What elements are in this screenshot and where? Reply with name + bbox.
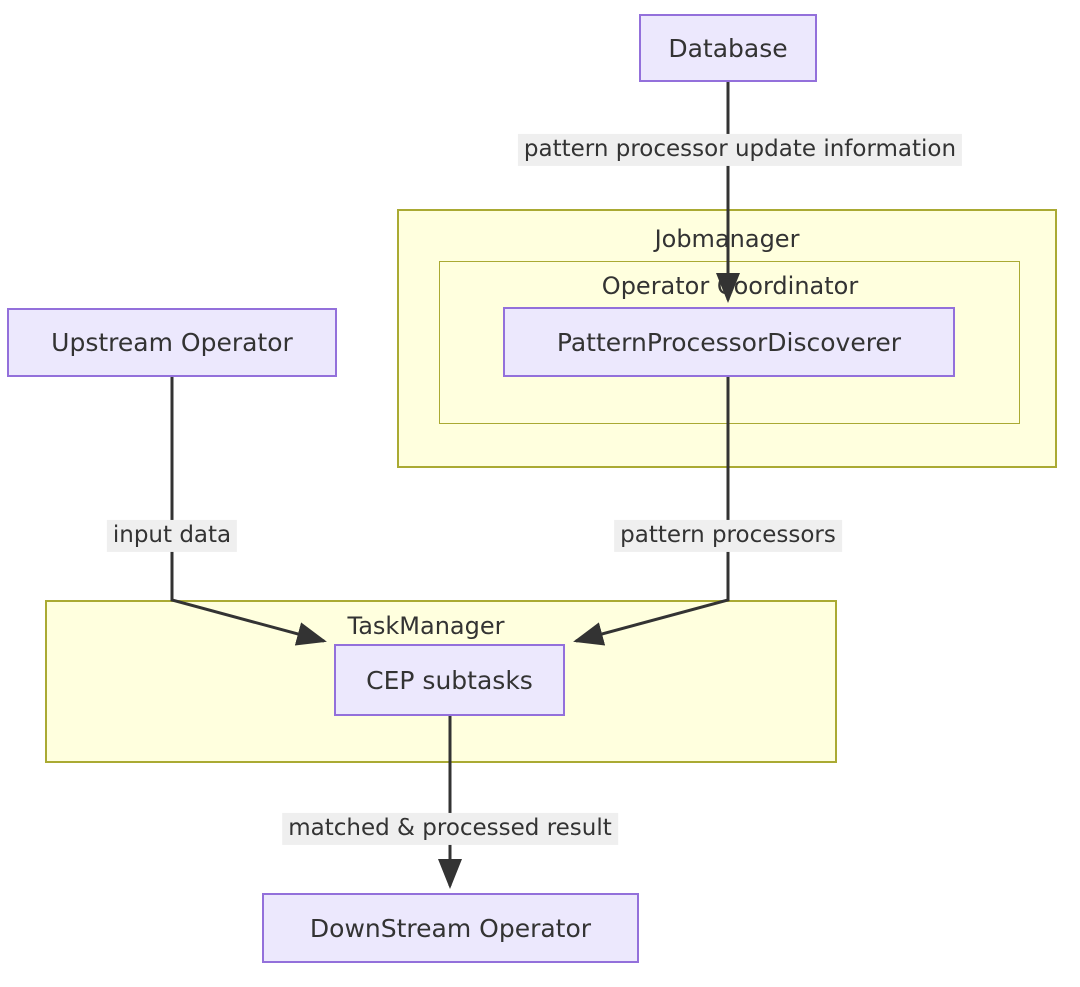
edge-upstream-to-cep bbox=[170, 377, 327, 646]
edge-label-matched-processed-result: matched & processed result bbox=[282, 812, 618, 846]
node-upstream-operator-label: Upstream Operator bbox=[51, 328, 293, 357]
edge-discoverer-to-cep bbox=[573, 377, 730, 646]
edge-label-input-data: input data bbox=[106, 519, 238, 553]
node-cep-subtasks[interactable]: CEP subtasks bbox=[334, 644, 565, 716]
node-downstream-operator[interactable]: DownStream Operator bbox=[262, 893, 639, 963]
cluster-label-jobmanager: Jobmanager bbox=[654, 225, 800, 253]
node-downstream-operator-label: DownStream Operator bbox=[309, 913, 592, 943]
node-pattern-processor-discoverer-label: PatternProcessorDiscoverer bbox=[556, 327, 902, 357]
cluster-label-taskmanager: TaskManager bbox=[347, 612, 505, 640]
cluster-label-operator-coordinator: Operator Coordinator bbox=[601, 272, 859, 300]
node-cep-subtasks-label: CEP subtasks bbox=[366, 665, 533, 695]
node-database-label: Database bbox=[668, 33, 788, 63]
node-upstream-operator[interactable]: Upstream Operator bbox=[7, 308, 337, 377]
edge-label-pattern-processors: pattern processors bbox=[614, 519, 842, 553]
node-database[interactable]: Database bbox=[639, 14, 817, 82]
edge-label-pattern-processor-update-information: pattern processor update information bbox=[517, 133, 963, 167]
node-pattern-processor-discoverer[interactable]: PatternProcessorDiscoverer bbox=[503, 307, 955, 377]
